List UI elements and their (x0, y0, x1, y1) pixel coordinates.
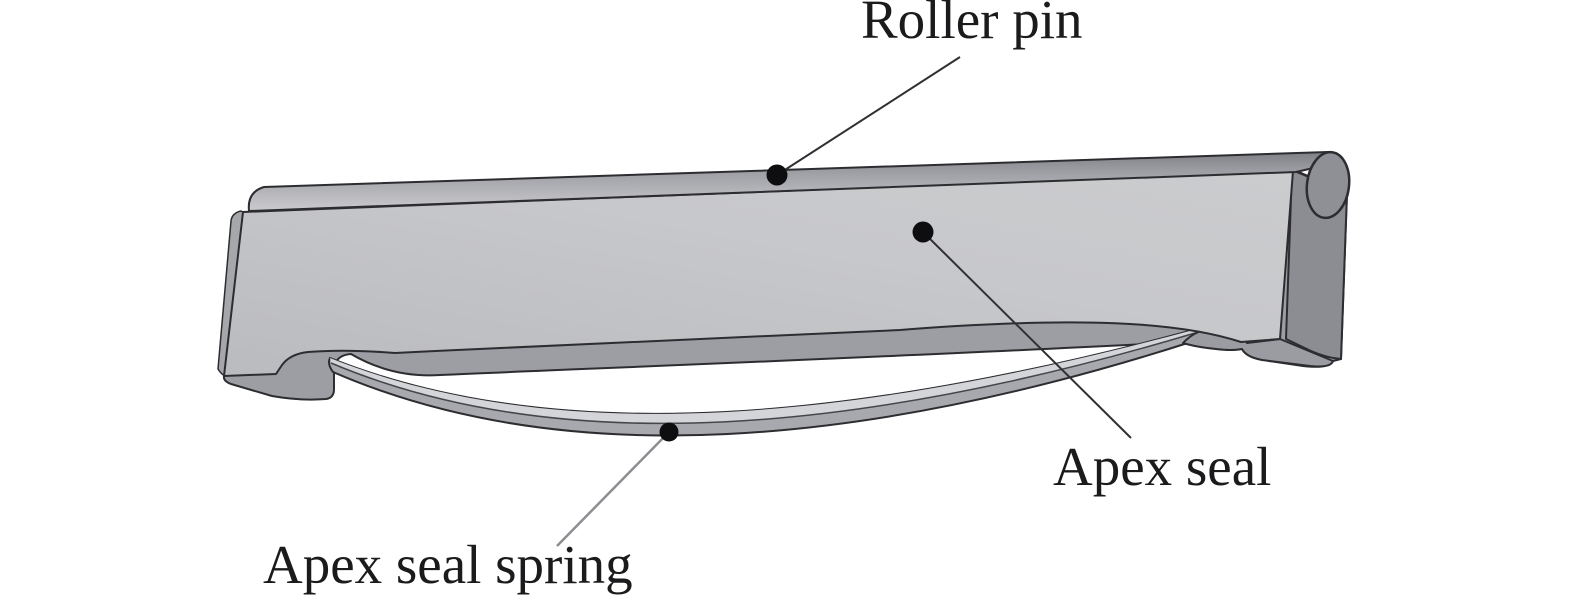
apex-seal-front-face (223, 170, 1294, 377)
roller-pin-end (1305, 150, 1351, 220)
apex-seal-spring-label: Apex seal spring (263, 534, 633, 595)
apex-seal-leader-line (922, 231, 1132, 439)
apex-seal-label: Apex seal (1053, 436, 1272, 497)
apex-seal-spring-edge-line (330, 332, 1196, 425)
apex-seal-spring-callout-dot (659, 422, 679, 442)
roller-pin-callout-dot (766, 164, 788, 186)
apex-seal-callout-dot (912, 221, 934, 243)
apex-seal-spring-leader-line (556, 431, 670, 547)
roller-pin-label: Roller pin (861, 0, 1083, 50)
apex-seal-spring-top-surface (330, 329, 1197, 424)
roller-pin-leader-line (776, 56, 961, 176)
